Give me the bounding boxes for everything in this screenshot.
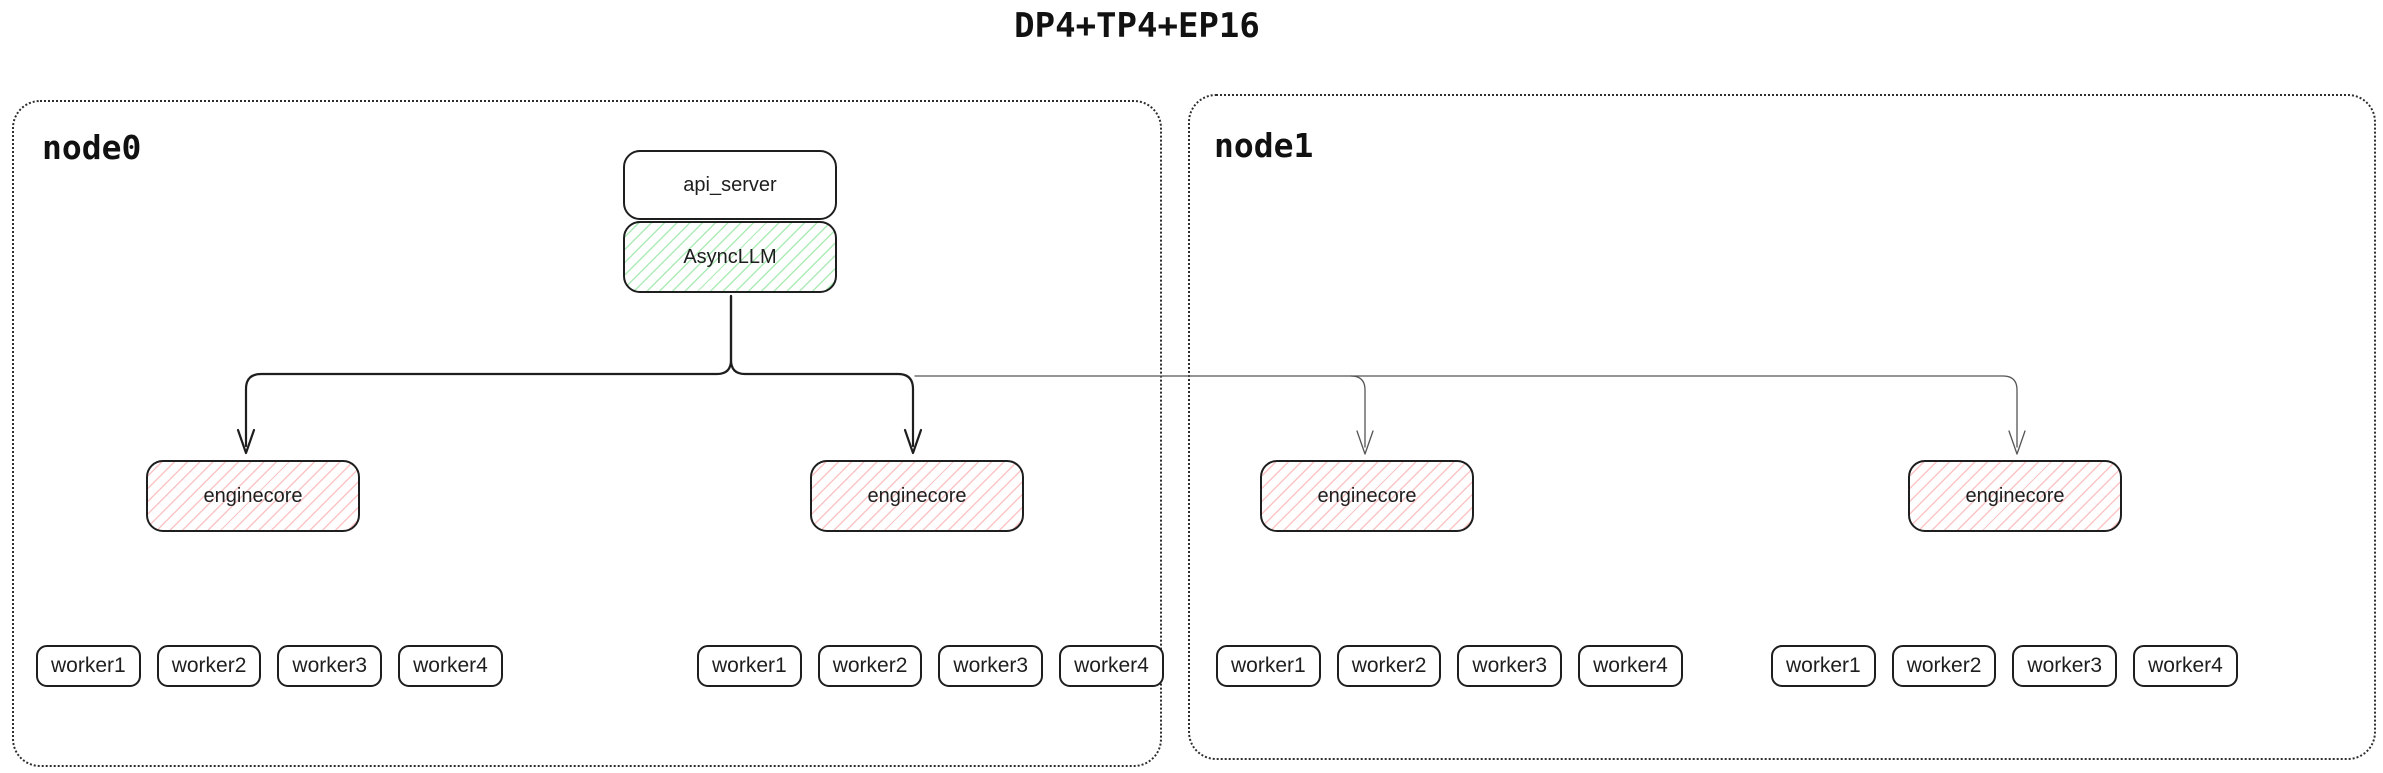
worker-box: worker2 (1891, 645, 1997, 687)
worker-box: worker2 (817, 645, 923, 687)
node0-container (12, 100, 1162, 767)
worker-box: worker1 (697, 645, 802, 687)
diagram-title: DP4+TP4+EP16 (1014, 6, 1260, 46)
worker-box: worker3 (277, 645, 383, 687)
enginecore-label: enginecore (203, 484, 303, 507)
enginecore-box-node1-2: enginecore (1908, 460, 2122, 532)
worker-box: worker3 (938, 645, 1044, 687)
worker-group-node1-1: worker1 worker2 worker3 worker4 (1216, 645, 1683, 687)
asyncllm-label: AsyncLLM (683, 245, 777, 268)
api-server-box: api_server (623, 150, 837, 220)
arrowhead-enginecore4 (2008, 430, 2026, 455)
node1-container (1188, 94, 2376, 760)
arrow-to-enginecore2 (729, 294, 915, 448)
worker-box: worker1 (1771, 645, 1876, 687)
worker-box: worker4 (1059, 645, 1164, 687)
worker-box: worker3 (1457, 645, 1563, 687)
worker-group-node1-2: worker1 worker2 worker3 worker4 (1771, 645, 2238, 687)
enginecore-box-node0-1: enginecore (146, 460, 360, 532)
worker-group-node0-1: worker1 worker2 worker3 worker4 (36, 645, 503, 687)
worker-box: worker3 (2012, 645, 2118, 687)
enginecore-box-node1-1: enginecore (1260, 460, 1474, 532)
arrowhead-enginecore1 (236, 428, 256, 455)
node1-label: node1 (1214, 126, 1314, 165)
worker-box: worker1 (36, 645, 141, 687)
node0-label: node0 (42, 128, 142, 167)
arrow-to-enginecore3 (1350, 375, 1366, 448)
api-server-label: api_server (683, 173, 777, 196)
asyncllm-box: AsyncLLM (623, 221, 837, 293)
enginecore-label: enginecore (867, 484, 967, 507)
worker-box: worker2 (156, 645, 262, 687)
worker-box: worker4 (2133, 645, 2238, 687)
enginecore-label: enginecore (1317, 484, 1417, 507)
worker-box: worker4 (1578, 645, 1683, 687)
arrow-to-enginecore4 (914, 375, 2018, 448)
arrowhead-enginecore2 (903, 428, 923, 455)
worker-box: worker1 (1216, 645, 1321, 687)
arrow-to-enginecore1 (244, 294, 733, 448)
worker-box: worker4 (398, 645, 503, 687)
enginecore-box-node0-2: enginecore (810, 460, 1024, 532)
worker-group-node0-2: worker1 worker2 worker3 worker4 (697, 645, 1164, 687)
arrowhead-enginecore3 (1356, 430, 1374, 455)
worker-box: worker2 (1336, 645, 1442, 687)
enginecore-label: enginecore (1965, 484, 2065, 507)
